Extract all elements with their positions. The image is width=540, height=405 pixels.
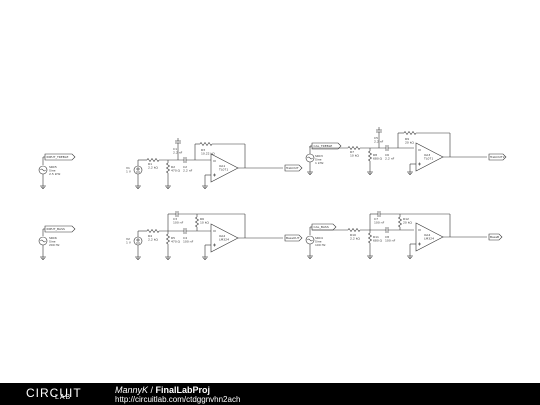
- r2-name: R2: [171, 165, 175, 169]
- title-separator: /: [148, 385, 156, 395]
- src3-line2: 1 kHz: [315, 161, 324, 165]
- source-input-treble[interactable]: [38, 153, 76, 189]
- c2-value: 2.2 nF: [183, 169, 193, 173]
- r7-value: 10 kΩ: [350, 154, 360, 158]
- tag-cal-bass: CAL_BASS: [314, 225, 329, 229]
- r1-name: R1: [148, 162, 152, 166]
- c4-value: 100 nF: [183, 240, 194, 244]
- tag-input-treble: INPUT_TREBLE: [47, 155, 69, 159]
- project-title: MannyK / FinalLabProj: [115, 385, 210, 395]
- c6-name: C6: [385, 153, 389, 157]
- c1-name: C1: [173, 147, 177, 151]
- r6-name: R6: [200, 217, 204, 221]
- source-input-bass[interactable]: [38, 225, 76, 260]
- src4-line2: 100 Hz: [315, 243, 326, 247]
- tag-cal-treble: CAL_TREBLE: [314, 144, 333, 148]
- r9-name: R9: [405, 137, 409, 141]
- out-bass: BassOUT: [286, 236, 300, 240]
- src5-line2: 2.5 kHz: [49, 172, 61, 176]
- c8-name: C8: [385, 235, 389, 239]
- r10-value: 2.2 kΩ: [350, 237, 360, 241]
- oa2-value: LM324: [219, 238, 229, 242]
- v1-name: V1: [126, 166, 130, 170]
- r12-name: R12: [403, 217, 409, 221]
- oa3-value: TL071: [423, 157, 433, 161]
- tag-input-bass: INPUT_BASS: [47, 227, 65, 231]
- src3-name: SRC3: [315, 154, 323, 158]
- r8-value: 680 Ω: [373, 157, 383, 161]
- stage-treble-filter[interactable]: [133, 138, 303, 189]
- v1-value: 1 V: [126, 170, 132, 174]
- c1-value: 2.2 nF: [173, 151, 183, 155]
- r8-name: R8: [373, 153, 377, 157]
- c2-name: C2: [183, 165, 187, 169]
- out-bass-b: BassB: [490, 235, 499, 239]
- circuitlab-logo[interactable]: CIRCUIT: [26, 386, 82, 400]
- footer-bar: [0, 383, 540, 405]
- c3-name: C3: [173, 217, 177, 221]
- r10-name: R10: [350, 233, 356, 237]
- v2-value: 1 V: [126, 241, 132, 245]
- oa4-value: LM324: [424, 237, 434, 241]
- c7-value: 100 nF: [374, 221, 385, 225]
- src6-line1: Sine: [49, 240, 56, 244]
- oa1-name: OA1: [219, 164, 225, 168]
- r3-value: 10.22 kΩ: [201, 152, 215, 156]
- oa2-name: OA2: [219, 234, 225, 238]
- out-treb: TrebOUT: [285, 166, 299, 170]
- src3-line1: Sine: [315, 158, 322, 162]
- author-name[interactable]: MannyK: [115, 385, 149, 395]
- c8-value: 100 nF: [385, 239, 396, 243]
- r11-name: R11: [373, 235, 379, 239]
- c5-value: 2.2 nF: [374, 140, 384, 144]
- project-name[interactable]: FinalLabProj: [155, 385, 211, 395]
- c4-name: C4: [183, 236, 187, 240]
- oa3-name: OA3: [424, 153, 430, 157]
- stage-cal-bass-filter[interactable]: [305, 211, 503, 259]
- r4-name: R4: [148, 234, 152, 238]
- r4-value: 2.2 kΩ: [148, 238, 158, 242]
- oa4-name: OA4: [424, 233, 430, 237]
- c7-name: C7: [374, 217, 378, 221]
- src4-name: SRC4: [315, 236, 323, 240]
- src6-line2: 200 Hz: [49, 243, 60, 247]
- src4-line1: Sine: [315, 240, 322, 244]
- v2-name: V2: [126, 237, 130, 241]
- r9-value: 20 kΩ: [405, 141, 415, 145]
- r1-value: 2.2 kΩ: [148, 166, 158, 170]
- out-treb2: TrebOUT2: [489, 155, 505, 159]
- c5-name: C5: [374, 136, 378, 140]
- r2-value: 470 Ω: [171, 169, 181, 173]
- r12-value: 20 kΩ: [403, 221, 413, 225]
- src5-name: SRC5: [49, 165, 57, 169]
- c3-value: 100 nF: [173, 221, 184, 225]
- r5-name: R5: [171, 236, 175, 240]
- src6-name: SRC6: [49, 236, 57, 240]
- r11-value: 680 Ω: [373, 239, 383, 243]
- stage-bass-filter[interactable]: [133, 211, 303, 260]
- c6-value: 2.2 nF: [385, 157, 395, 161]
- r6-value: 10 kΩ: [200, 221, 210, 225]
- r7-name: R7: [350, 150, 354, 154]
- r5-value: 470 Ω: [171, 240, 181, 244]
- r3-name: R3: [201, 148, 205, 152]
- project-url[interactable]: http://circuitlab.com/ctdggnvhn2ach: [115, 395, 241, 404]
- circuitlab-logo-sub: LAB: [55, 394, 72, 401]
- src5-line1: Sine: [49, 169, 56, 173]
- oa1-value: TL071: [218, 168, 228, 172]
- stage-cal-treble-filter[interactable]: [305, 127, 507, 175]
